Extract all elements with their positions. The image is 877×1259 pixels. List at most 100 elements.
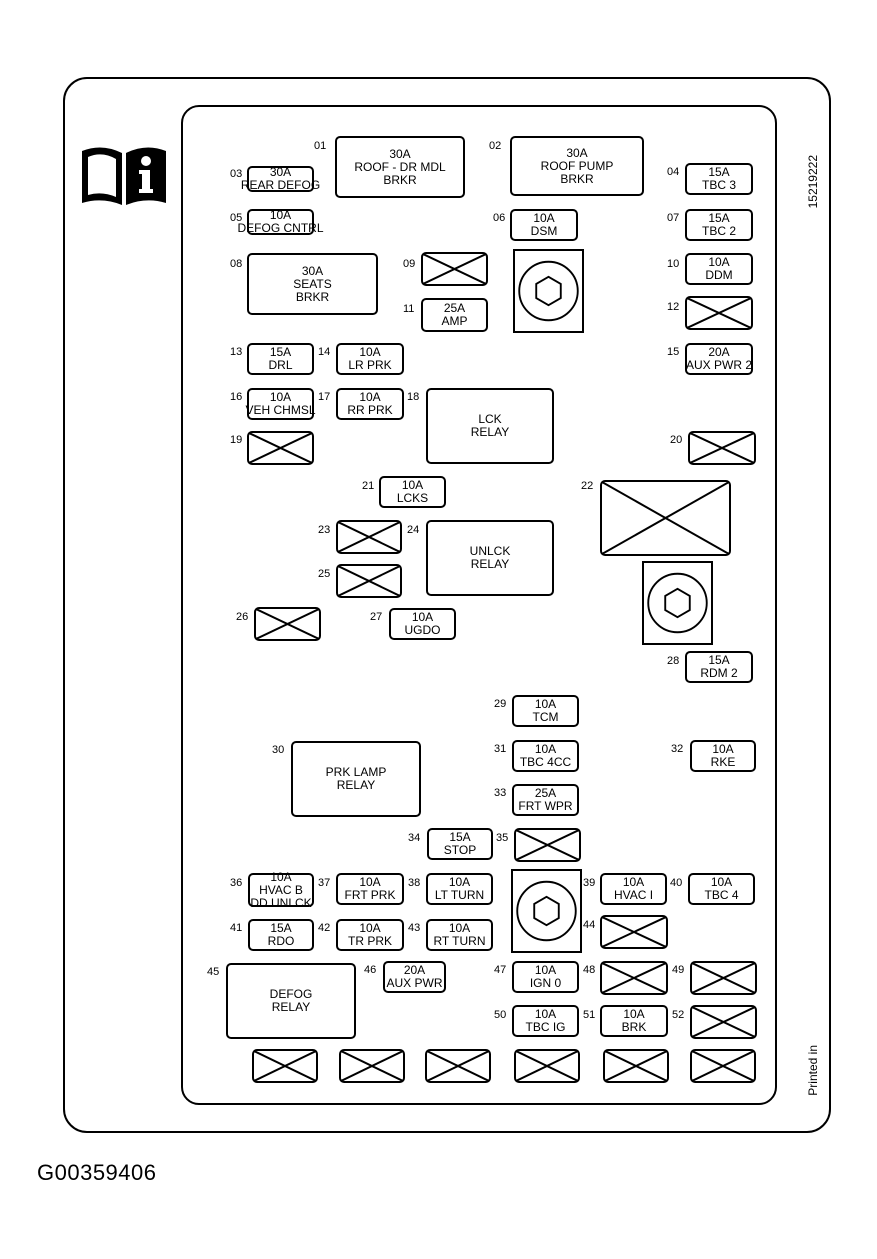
fuse-label: TCM: [532, 710, 559, 724]
fuse-block-outline: [63, 77, 831, 1133]
position-number: 23: [318, 524, 331, 536]
fuse-label: BRK: [621, 1020, 647, 1034]
position-number: 19: [230, 434, 243, 446]
fuse-rating: 10A: [623, 1007, 645, 1021]
fuse-rating: 30A: [566, 145, 588, 160]
position-number: 04: [667, 166, 680, 178]
position-number: 02: [489, 140, 502, 152]
printed-in-label: Printed in: [806, 1045, 820, 1096]
position-number: 12: [667, 301, 680, 313]
blank-fuse-slot: [603, 1049, 669, 1083]
fuse-panel: [181, 105, 777, 1105]
fuse-rating: 10A: [534, 742, 557, 756]
position-number: 51: [583, 1009, 596, 1021]
fuse-rating: 10A: [269, 390, 292, 404]
position-number: 11: [403, 303, 415, 315]
fuse-label: REAR DEFOG: [240, 178, 321, 192]
fuse-rating: 15A: [270, 921, 292, 935]
fuse-label: BRKR: [560, 171, 594, 186]
blank-fuse-slot: [688, 431, 756, 465]
position-number: 42: [318, 922, 331, 934]
fuse-rating: 10A: [411, 610, 434, 624]
fuse-label: ROOF PUMP: [540, 158, 614, 173]
position-number: 35: [496, 832, 509, 844]
position-number: 38: [408, 877, 421, 889]
fuse-rating: 10A: [448, 875, 471, 889]
fuse-label: TBC 4: [704, 888, 739, 902]
fuse-label: VEH CHMSL: [245, 403, 316, 417]
mounting-stud-icon: [511, 869, 582, 953]
blank-fuse-slot: [336, 564, 402, 598]
blank-fuse-slot: [421, 252, 488, 286]
position-number: 14: [318, 346, 331, 358]
fuse-rating: 10A: [710, 875, 733, 889]
fuse-label: FRT WPR: [518, 799, 573, 813]
fuse-label: DRL: [268, 358, 293, 372]
fuse-rating: 10A: [359, 345, 381, 359]
fuse-label: LT TURN: [434, 888, 485, 902]
position-number: 28: [667, 655, 680, 667]
fuse-label: STOP: [443, 843, 477, 857]
mounting-stud-icon: [642, 561, 713, 645]
position-number: 31: [494, 743, 507, 755]
fuse-label: BRKR: [383, 172, 417, 187]
fuse-label: LCKS: [396, 491, 429, 505]
fuse-label: AMP: [441, 314, 468, 328]
fuse-rating: 10A: [622, 875, 645, 889]
document-code: 15219222: [806, 155, 820, 209]
fuse-label: TBC 4CC: [519, 755, 572, 769]
position-number: 50: [494, 1009, 507, 1021]
fuse-rating: 15A: [708, 165, 730, 179]
fuse-label: DSM: [530, 224, 558, 238]
blank-fuse-slot: [690, 1005, 757, 1039]
fuse-label: FRT PRK: [344, 888, 396, 902]
position-number: 33: [494, 787, 507, 799]
blank-fuse-slot: [425, 1049, 491, 1083]
position-number: 25: [318, 568, 331, 580]
fuse-label: RT TURN: [433, 934, 486, 948]
fuse-label: RDM 2: [700, 666, 738, 680]
fuse-rating: 10A: [359, 921, 381, 935]
fuse-label: LCK: [478, 412, 502, 426]
fuse-label: AUX PWR: [386, 976, 443, 990]
blank-fuse-slot: [690, 961, 757, 995]
position-number: 32: [671, 743, 684, 755]
fuse-rating: 25A: [443, 301, 466, 315]
position-number: 15: [667, 346, 680, 358]
fuse-rating: 30A: [389, 146, 411, 161]
fuse-label: BRKR: [295, 289, 330, 304]
fuse-rating: 10A: [534, 697, 557, 711]
fuse-label: HVAC B: [259, 882, 303, 897]
fuse-rating: 20A: [708, 345, 730, 359]
fuse-rating: 10A: [534, 963, 557, 977]
position-number: 30: [272, 744, 285, 756]
fuse-rating: 30A: [301, 263, 324, 278]
fuse-rating: 30A: [269, 165, 292, 179]
position-number: 46: [364, 964, 377, 976]
position-number: 18: [407, 391, 420, 403]
fuse-rating: 10A: [712, 742, 734, 756]
fuse-rating: 10A: [359, 390, 381, 404]
mounting-stud-icon: [513, 249, 584, 333]
